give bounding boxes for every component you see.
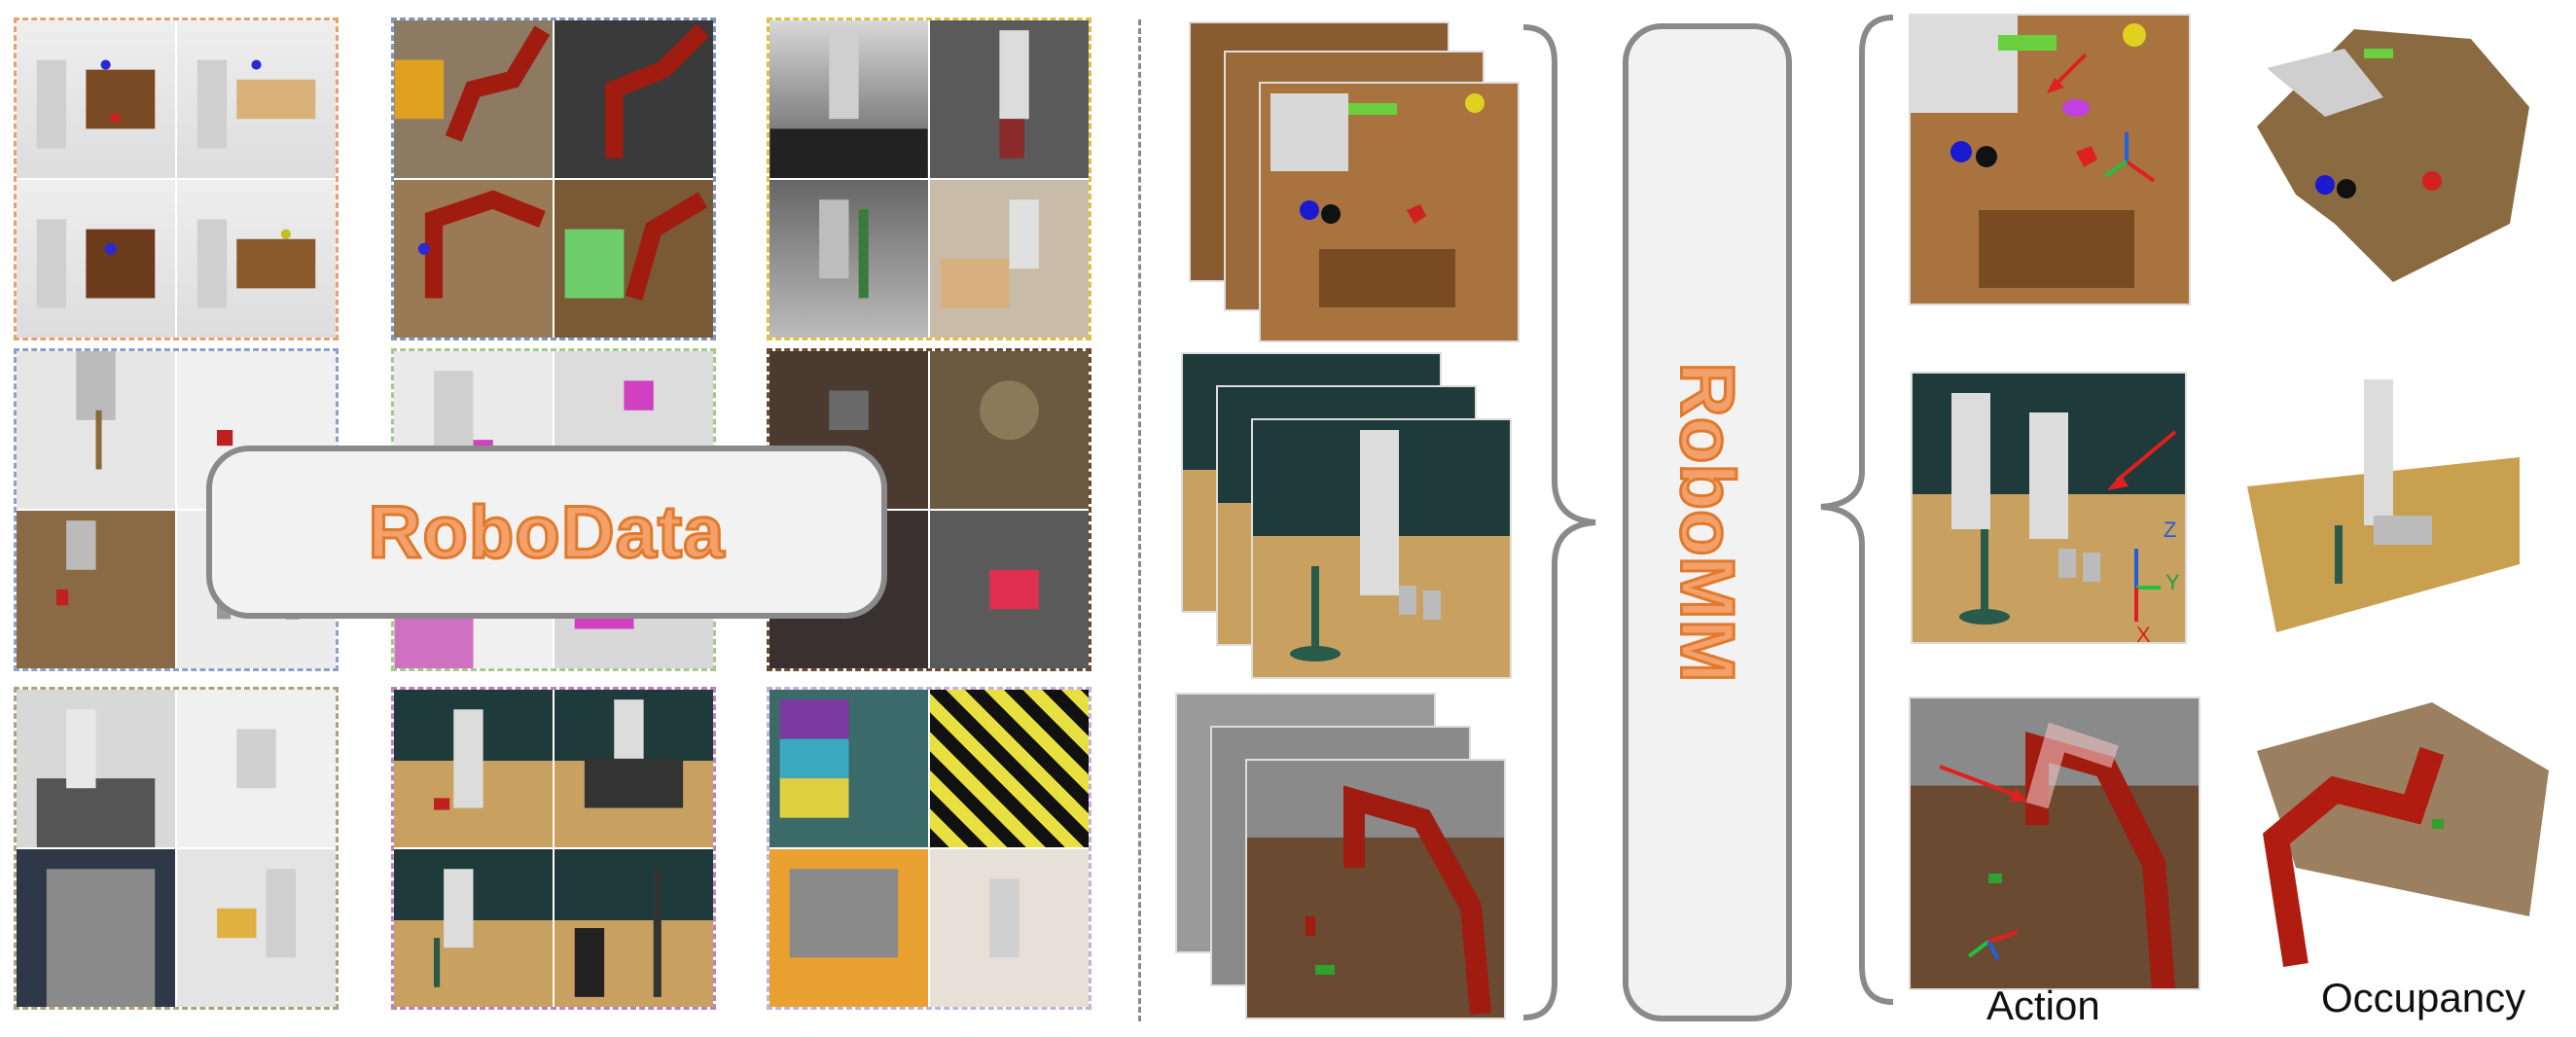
robot-wood-table-image (394, 849, 553, 1007)
robot-home-image (17, 849, 175, 1007)
red-arm-frame (1245, 759, 1506, 1019)
robot-colorful-image (769, 690, 928, 847)
robot-kitchen-image (930, 20, 1089, 178)
dataset-tile-home-kitchen (14, 687, 339, 1010)
axis-label-y: Y (2165, 570, 2180, 594)
dataset-tile-metaworld (14, 18, 339, 340)
robot-home-image (17, 690, 175, 847)
robot-table-image (17, 511, 175, 668)
robot-kitchen-image (769, 180, 928, 338)
robodata-label: RoboData (367, 489, 726, 575)
robodata-label-box: RoboData (206, 446, 887, 619)
right-brace (1820, 15, 1894, 1005)
axis-label-x: X (2136, 623, 2151, 647)
action-label: Action (1986, 983, 2100, 1028)
robot-colorful-image (930, 849, 1089, 1007)
action-calvin-image (1911, 372, 2187, 644)
robot-home-image (177, 690, 336, 847)
left-brace (1522, 24, 1596, 1020)
robot-arm-image (555, 20, 713, 178)
robot-arm-image (394, 180, 553, 338)
frame-stack-calvin (1181, 352, 1512, 683)
robomm-model-box: RoboMM (1623, 23, 1792, 1021)
occupancy-calvin-image (2237, 360, 2529, 652)
robot-desk-image (17, 180, 175, 338)
dataset-tile-red-arm (391, 18, 716, 340)
robot-desk-image (177, 20, 336, 178)
robot-colorful-image (930, 690, 1089, 847)
occupancy-red-arm-image (2237, 693, 2549, 984)
robot-room-image (930, 511, 1089, 668)
occupancy-label: Occupancy (2321, 975, 2526, 1020)
robot-room-image (930, 351, 1089, 509)
robot-colorful-image (769, 849, 928, 1007)
axis-label-z: Z (2164, 518, 2177, 542)
robot-kitchen-image (930, 180, 1089, 338)
robot-desk-image (177, 180, 336, 338)
robot-wood-table-image (555, 849, 713, 1007)
robot-home-image (177, 849, 336, 1007)
calvin-frame (1251, 418, 1512, 679)
robot-kitchen-image (769, 20, 928, 178)
dataset-tile-calvin (391, 687, 716, 1010)
occupancy-desk-image (2237, 10, 2549, 321)
robomm-label: RoboMM (1664, 361, 1752, 684)
action-desk-image (1909, 14, 2191, 305)
robot-arm-image (555, 180, 713, 338)
action-red-arm-image (1909, 697, 2200, 990)
dataset-tile-kitchen (767, 18, 1091, 340)
frame-stack-red-arm (1175, 693, 1516, 1023)
frame-stack-desk (1189, 21, 1520, 342)
dataset-tile-colorful (767, 687, 1091, 1010)
robot-desk-image (17, 20, 175, 178)
robot-wood-table-image (394, 690, 553, 847)
section-divider (1138, 19, 1141, 1021)
desk-frame (1259, 82, 1520, 342)
robot-table-image (17, 351, 175, 509)
robot-arm-image (394, 20, 553, 178)
robot-wood-table-image (555, 690, 713, 847)
